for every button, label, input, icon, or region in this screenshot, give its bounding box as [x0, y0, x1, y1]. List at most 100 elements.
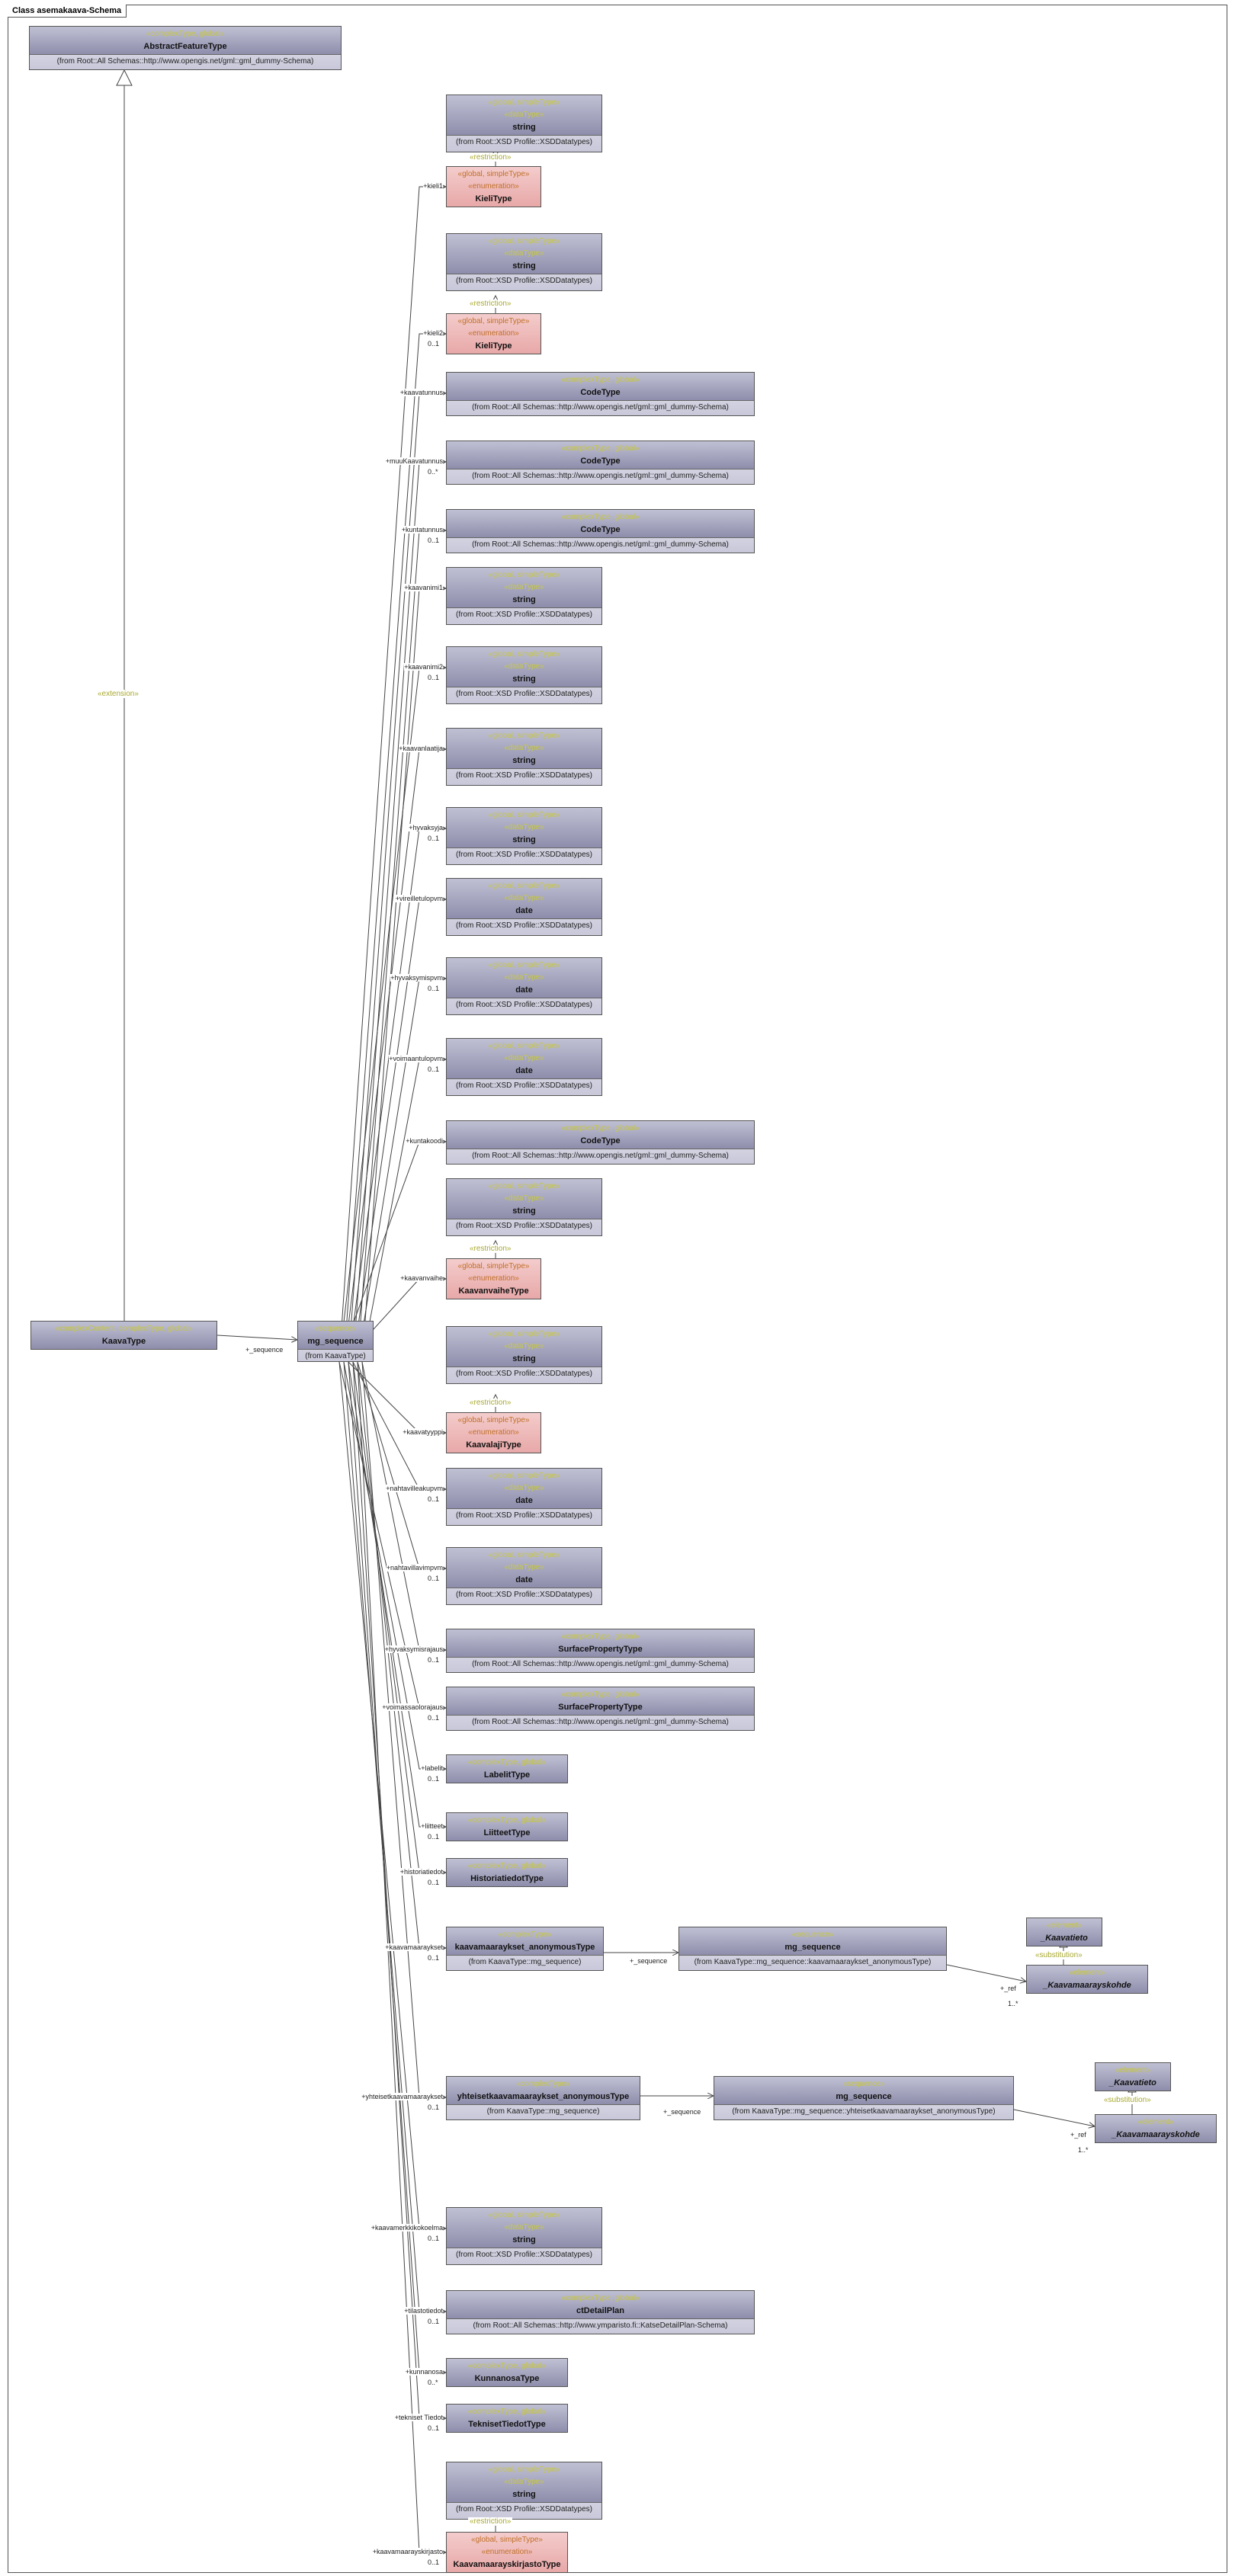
stereotype: «global, simpleType» [488, 1182, 560, 1190]
class-abstract-feature-type[interactable]: «complexType, global» AbstractFeatureTyp… [29, 26, 342, 70]
class-origin: (from KaavaType::mg_sequence) [486, 2107, 600, 2116]
stereotype: «dataType» [504, 1194, 544, 1203]
class-origin: (from Root::XSD Profile::XSDDatatypes) [456, 2251, 592, 2259]
class-code-type-4[interactable]: «complexType, global»CodeType(from Root:… [446, 1120, 755, 1165]
association-multiplicity: 0..1 [428, 1495, 440, 1503]
class-string-kieli2[interactable]: «global, simpleType»«dataType»string(fro… [446, 233, 602, 291]
stereotype: «enumeration» [468, 1428, 519, 1437]
stereotype: «dataType» [504, 973, 544, 982]
class-surface-1[interactable]: «complexType, global»SurfacePropertyType… [446, 1629, 755, 1673]
class-kieli-type-2[interactable]: «global, simpleType»«enumeration»KieliTy… [446, 313, 541, 354]
class-string-laatija[interactable]: «global, simpleType»«dataType»string(fro… [446, 728, 602, 786]
stereotype: «dataType» [504, 894, 544, 902]
association-role: +kieli1 [423, 182, 443, 190]
class-kaavanvaihe-type[interactable]: «global, simpleType»«enumeration»Kaavanv… [446, 1258, 541, 1299]
class-origin: (from Root::All Schemas::http://www.open… [472, 1718, 729, 1726]
class-kaavalaji-type[interactable]: «global, simpleType»«enumeration»Kaavala… [446, 1412, 541, 1453]
stereotype: «sequence» [314, 1325, 357, 1333]
class-kaavamaaraykset-anon[interactable]: «complexType»kaavamaaraykset_anonymousTy… [446, 1927, 604, 1971]
association-role: +vireilletulopvm [395, 895, 443, 902]
association-multiplicity: 0..1 [428, 1656, 440, 1664]
class-name: string [512, 261, 536, 271]
class-kieli-type-1[interactable]: «global, simpleType»«enumeration»KieliTy… [446, 166, 541, 207]
class-kunnanosa-type[interactable]: «complexType, global»KunnanosaType [446, 2358, 568, 2387]
class-string-kaavanimi1[interactable]: «global, simpleType»«dataType»string(fro… [446, 567, 602, 625]
class-origin: (from Root::All Schemas::http://www.open… [472, 472, 729, 480]
class-name: string [512, 2490, 536, 2499]
association-role: +kieli2 [423, 329, 443, 337]
stereotype: «dataType» [504, 1563, 544, 1572]
class-string-kaavanimi2[interactable]: «global, simpleType»«dataType»string(fro… [446, 646, 602, 704]
association-multiplicity: 0..1 [428, 1954, 440, 1962]
class-historiatiedot-type[interactable]: «complexType, global»HistoriatiedotType [446, 1858, 568, 1887]
class-origin: (from KaavaType) [305, 1352, 366, 1360]
class-mg-sequence[interactable]: «sequence» mg_sequence (from KaavaType) [297, 1321, 374, 1362]
class-origin: (from KaavaType::mg_sequence::kaavamaara… [694, 1958, 932, 1966]
class-string-selostus[interactable]: «global, simpleType»«dataType»string(fro… [446, 2207, 602, 2265]
class-date-hyvaksymis[interactable]: «global, simpleType»«dataType»date(from … [446, 957, 602, 1015]
class-name: _Kaavamaarayskohde [1112, 2130, 1200, 2139]
stereotype: «complexType» [516, 2080, 570, 2088]
class-name: CodeType [580, 1136, 621, 1145]
association-role: +voimassaolorajaus [382, 1703, 443, 1711]
class-kaavamaarayskohde-2[interactable]: «element»_Kaavamaarayskohde [1095, 2114, 1217, 2143]
association-role: +yhteisetkaavamaaraykset [361, 2093, 443, 2100]
class-liitteet-type[interactable]: «complexType, global»LiitteetType [446, 1812, 568, 1841]
association-multiplicity: 0..1 [428, 1575, 440, 1582]
class-string-vaihe[interactable]: «global, simpleType»«dataType»string(fro… [446, 1178, 602, 1236]
class-date-nahtavilla[interactable]: «global, simpleType»«dataType»date(from … [446, 1547, 602, 1605]
class-string-kirjasto[interactable]: «global, simpleType»«dataType»string(fro… [446, 2462, 602, 2520]
association-role: +kaavamerkkikokoelma [370, 2224, 443, 2232]
stereotype: «global, simpleType» [488, 1330, 560, 1338]
sequence-role-main: +_sequence [245, 1346, 284, 1354]
class-string-kieli1[interactable]: «global, simpleType»«dataType»string(fro… [446, 95, 602, 152]
class-surface-2[interactable]: «complexType, global»SurfacePropertyType… [446, 1687, 755, 1731]
class-mg-seq-kaavamaaraykset[interactable]: «sequence»mg_sequence(from KaavaType::mg… [678, 1927, 947, 1971]
association-role: +kaavanvaihe [400, 1274, 443, 1282]
stereotype: «enumeration» [468, 182, 519, 191]
class-kaavatieto-1[interactable]: «element»_Kaavatieto [1026, 1918, 1102, 1946]
class-date-nahtaville[interactable]: «global, simpleType»«dataType»date(from … [446, 1468, 602, 1526]
class-code-type-3[interactable]: «complexType, global»CodeType(from Root:… [446, 509, 755, 553]
class-kirjasto-type[interactable]: «global, simpleType»«enumeration»Kaavama… [446, 2532, 568, 2573]
association-multiplicity: 0..1 [428, 1879, 440, 1886]
class-kaavatieto-2[interactable]: «element»_Kaavatieto [1095, 2062, 1171, 2091]
class-string-hyvaksyja[interactable]: «global, simpleType»«dataType»string(fro… [446, 807, 602, 865]
stereotype: «complexType, global» [467, 1758, 547, 1767]
class-mg-seq-yhteiset[interactable]: «sequence»mg_sequence(from KaavaType::mg… [714, 2076, 1014, 2120]
association-role: +historiatiedot [399, 1868, 443, 1876]
class-name: mg_sequence [784, 1943, 841, 1952]
class-kaava-type[interactable]: «complexContent, complexType, global» Ka… [30, 1321, 217, 1350]
association-role: +kuntakoodi [406, 1137, 443, 1145]
class-name: _Kaavatieto [1041, 1934, 1088, 1943]
class-code-type-1[interactable]: «complexType, global»CodeType(from Root:… [446, 372, 755, 416]
class-kaavamaarayskohde-1[interactable]: «element»_Kaavamaarayskohde [1026, 1965, 1148, 1994]
class-name: date [515, 985, 533, 995]
class-ct-detail-plan[interactable]: «complexType, global»ctDetailPlan(from R… [446, 2290, 755, 2334]
stereotype: «enumeration» [481, 2548, 533, 2556]
class-tekniset-tiedot-type[interactable]: «complexType, global»TeknisetTiedotType [446, 2404, 568, 2433]
association-line [357, 1361, 446, 1568]
class-string-laji[interactable]: «global, simpleType»«dataType»string(fro… [446, 1326, 602, 1384]
stereotype: «global, simpleType» [471, 2536, 543, 2544]
stereotype: «complexType, global» [561, 444, 640, 453]
class-yhteiset-anon[interactable]: «complexType»yhteisetkaavamaaraykset_ano… [446, 2076, 640, 2120]
stereotype: «global, simpleType» [457, 170, 530, 178]
class-name: KaavalajiType [466, 1440, 521, 1450]
class-labelit-type[interactable]: «complexType, global»LabelitType [446, 1754, 568, 1783]
class-name: CodeType [580, 457, 621, 466]
class-name: ctDetailPlan [576, 2306, 624, 2315]
class-name: CodeType [580, 388, 621, 397]
class-code-type-2[interactable]: «complexType, global» CodeType (from Root:… [446, 441, 755, 485]
class-name: TeknisetTiedotType [468, 2420, 546, 2429]
stereotype: «global, simpleType» [488, 1042, 560, 1050]
class-date-vireille[interactable]: «global, simpleType»«dataType»date(from … [446, 878, 602, 936]
class-name: KaavaType [101, 1337, 146, 1346]
class-name: mg_sequence [836, 2092, 892, 2101]
association-role: +nahtavilleakupvm [386, 1485, 443, 1492]
class-name: KieliType [475, 341, 512, 351]
stereotype: «complexType, global» [561, 1632, 640, 1641]
class-name: string [512, 2235, 536, 2244]
association-role: +kaavamaaraykset [385, 1943, 443, 1951]
class-date-voimaantulo[interactable]: «global, simpleType»«dataType»date(from … [446, 1038, 602, 1096]
